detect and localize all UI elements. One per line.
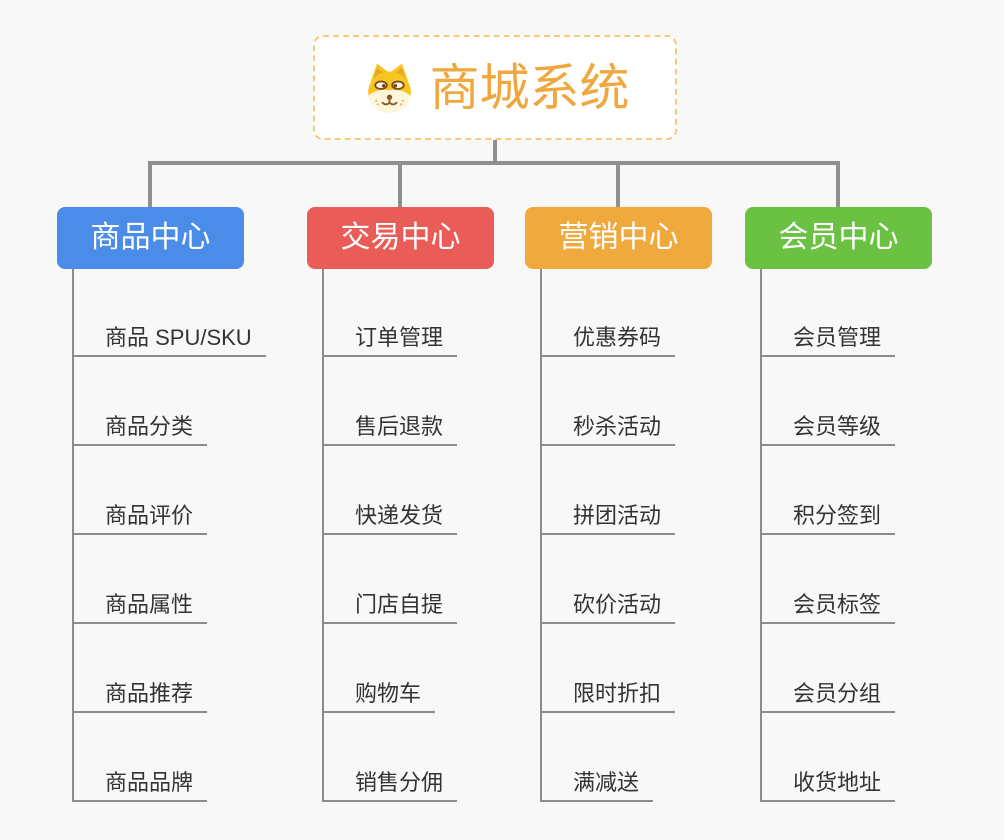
root-title: 商城系统 — [429, 59, 630, 116]
branch-item[interactable]: 会员管理 — [760, 321, 896, 357]
connector-branch-stub — [616, 161, 620, 207]
branch-2: 交易中心 订单管理售后退款快递发货门店自提购物车销售分佣 — [307, 161, 494, 802]
branch-item[interactable]: 快递发货 — [322, 499, 458, 535]
branch-4: 会员中心 会员管理会员等级积分签到会员标签会员分组收货地址 — [745, 161, 932, 802]
branch-item[interactable]: 秒杀活动 — [540, 410, 676, 446]
branch-item[interactable]: 会员标签 — [760, 588, 896, 624]
branch-header-2[interactable]: 交易中心 — [307, 207, 494, 269]
branch-header-4[interactable]: 会员中心 — [745, 207, 932, 269]
branch-label: 交易中心 — [340, 221, 461, 254]
connector-branch-stub — [836, 161, 840, 207]
branch-item[interactable]: 会员等级 — [760, 410, 896, 446]
branch-1: 商品中心 商品 SPU/SKU 商品分类商品评价商品属性商品推荐商品品牌 — [57, 161, 266, 802]
dog-icon — [361, 59, 418, 116]
branch-item[interactable]: 商品评价 — [72, 499, 208, 535]
branch-item[interactable]: 商品分类 — [72, 410, 208, 446]
branch-item[interactable]: 订单管理 — [322, 321, 458, 357]
branch-label: 营销中心 — [558, 221, 679, 254]
branch-item[interactable]: 购物车 — [322, 677, 436, 713]
connector-branch-stub — [398, 161, 402, 207]
branch-tree-line — [322, 269, 324, 802]
branch-header-1[interactable]: 商品中心 — [57, 207, 244, 269]
branch-item[interactable]: 收货地址 — [760, 766, 896, 802]
branch-label: 商品中心 — [90, 221, 211, 254]
branch-item[interactable]: 门店自提 — [322, 588, 458, 624]
branch-item[interactable]: 商品推荐 — [72, 677, 208, 713]
branch-item[interactable]: 商品品牌 — [72, 766, 208, 802]
branch-tree-line — [760, 269, 762, 802]
branch-3: 营销中心 优惠券码秒杀活动拼团活动砍价活动限时折扣满减送 — [525, 161, 712, 802]
branch-item[interactable]: 拼团活动 — [540, 499, 676, 535]
branch-tree-line — [540, 269, 542, 802]
branch-item[interactable]: 限时折扣 — [540, 677, 676, 713]
branch-item[interactable]: 商品 SPU/SKU — [72, 321, 266, 357]
branch-item[interactable]: 售后退款 — [322, 410, 458, 446]
branch-item[interactable]: 销售分佣 — [322, 766, 458, 802]
connector-branch-stub — [148, 161, 152, 207]
branch-label: 会员中心 — [778, 221, 899, 254]
connector-horizontal-line — [148, 161, 840, 165]
branch-item[interactable]: 商品属性 — [72, 588, 208, 624]
branch-tree-line — [72, 269, 74, 802]
branch-header-3[interactable]: 营销中心 — [525, 207, 712, 269]
connector-root-stub — [493, 140, 497, 165]
branch-item[interactable]: 砍价活动 — [540, 588, 676, 624]
root-node[interactable]: 商城系统 — [313, 35, 677, 140]
branch-item[interactable]: 会员分组 — [760, 677, 896, 713]
branch-item[interactable]: 积分签到 — [760, 499, 896, 535]
branch-item[interactable]: 优惠券码 — [540, 321, 676, 357]
branch-item[interactable]: 满减送 — [540, 766, 654, 802]
